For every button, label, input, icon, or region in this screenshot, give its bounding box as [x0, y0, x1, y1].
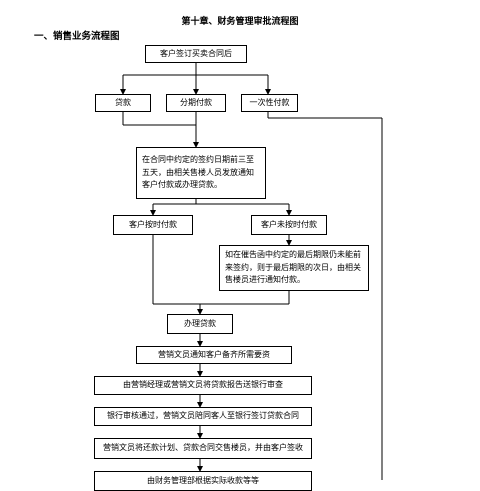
loan-box: 贷款 [95, 94, 151, 112]
not-on-time-payment-box: 客户未按时付款 [251, 215, 327, 235]
bank-review-box: 由营销经理或营销文员将贷款报告送银行审查 [94, 376, 312, 395]
repayment-plan-box: 营销文员将还款计划、贷款合同交售楼员，并由客户签收 [94, 438, 312, 459]
page-title: 第十章、财务管理审批流程图 [181, 17, 299, 27]
prepare-documents-box: 营销文员通知客户备齐所需要资 [136, 346, 292, 364]
customer-contract-box: 客户签订买卖合同后 [145, 45, 247, 63]
process-loan-box: 办理贷款 [167, 314, 233, 334]
lump-sum-box: 一次性付款 [241, 94, 298, 112]
finance-dept-box: 由财务管理部根据实际收款等等 [94, 471, 312, 491]
flow-connectors [120, 63, 383, 480]
notify-customer-box: 在合同中约定的签约日期前三至五天，由相关售楼人员发放通知客户付款或办理贷款。 [136, 147, 266, 199]
bank-sign-contract-box: 银行审核通过，营销文员陪同客人至银行签订贷款合同 [94, 407, 312, 426]
section-title: 一、销售业务流程图 [34, 31, 120, 42]
installment-box: 分期付款 [166, 94, 226, 112]
on-time-payment-box: 客户按时付款 [113, 215, 193, 235]
reminder-notice-box: 如在催告函中约定的最后期限仍未能前来签约，则于最后期限的次日，由相关售楼员进行通… [219, 245, 369, 291]
